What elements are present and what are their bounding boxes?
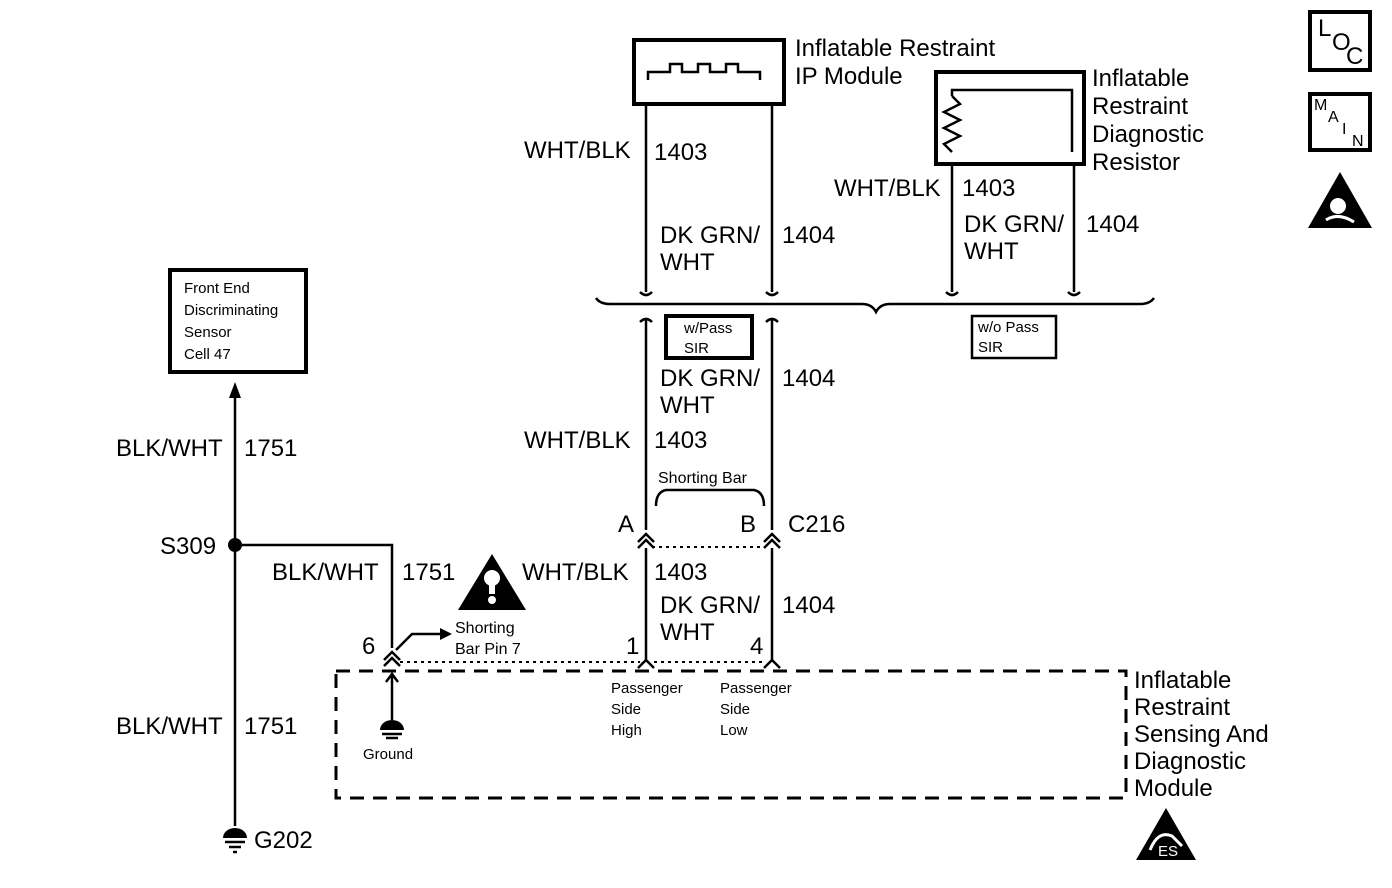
pass-low-3: Low [720,722,748,739]
loc-o: O [1332,29,1351,56]
sensor-label-3: Sensor [184,324,232,341]
sdm-label-1: Inflatable [1134,667,1231,694]
wire-color-dkgrn-1b: WHT [660,249,715,276]
wire-color-dkgrn-4b: WHT [660,619,715,646]
without-pass-sir-box: w/o Pass SIR [970,314,1058,360]
wire-color-dkgrn-4a: DK GRN/ [660,592,760,619]
pin-4: 4 [750,633,763,660]
without-pass-label-1: w/o Pass [977,319,1039,336]
main-n: N [1352,133,1364,150]
connector-c216: A B C216 [618,511,845,549]
connector-pin-a: A [618,511,634,538]
sensor-label-4: Cell 47 [184,346,231,363]
wire-color-dkgrn-3b: WHT [660,392,715,419]
wire-color-dkgrn-1a: DK GRN/ [660,222,760,249]
connector-name: C216 [788,511,845,538]
ip-module: Inflatable Restraint IP Module [632,35,995,106]
circuit-1404-b: 1404 [1086,211,1139,238]
ip-module-label-1: Inflatable Restraint [795,35,995,62]
sensor-label-1: Front End [184,280,250,297]
circuit-1751-a: 1751 [244,435,297,462]
circuit-1403-a: 1403 [654,139,707,166]
pass-high-2: Side [611,701,641,718]
wire-color-blk-wht-3: BLK/WHT [116,713,223,740]
circuit-1751-c: 1751 [244,713,297,740]
pin-6: 6 [362,633,375,660]
wire-color-wht-blk-3: WHT/BLK [524,427,631,454]
circuit-1403-c: 1403 [654,427,707,454]
splice-label: S309 [160,533,216,560]
option-brace [594,297,1156,315]
sdm-label-5: Module [1134,775,1213,802]
with-pass-sir-box: w/Pass SIR [664,314,754,360]
circuit-1403-d: 1403 [654,559,707,586]
main-a: A [1328,109,1339,126]
airbag-icon [1308,172,1372,228]
sdm-label-2: Restraint [1134,694,1230,721]
wire-color-blk-wht-1: BLK/WHT [116,435,223,462]
pass-high-1: Passenger [611,680,683,697]
caution-icon [458,554,526,610]
resistor-label-4: Resistor [1092,149,1180,176]
wire-color-dkgrn-3a: DK GRN/ [660,365,760,392]
wire-color-dkgrn-2a: DK GRN/ [964,211,1064,238]
shorting-bar-label: Shorting Bar [658,470,748,487]
resistor-label-1: Inflatable [1092,65,1189,92]
ground-label: Ground [363,746,413,763]
without-pass-label-2: SIR [978,339,1003,356]
wire-color-wht-blk-4: WHT/BLK [522,559,629,586]
circuit-1404-c: 1404 [782,365,835,392]
pass-low-1: Passenger [720,680,792,697]
wire-color-wht-blk-1: WHT/BLK [524,137,631,164]
esd-icon: ES [1136,808,1196,860]
sdm-box [334,669,1128,800]
upper-wires [639,104,1081,297]
svg-text:ES: ES [1158,843,1178,860]
shorting-pin-arrow [395,632,440,651]
main-i: I [1342,121,1346,138]
loc-c: C [1346,43,1363,70]
wire-color-wht-blk-2: WHT/BLK [834,175,941,202]
ground-g202-label: G202 [254,827,313,854]
main-m: M [1314,97,1327,114]
loc-icon[interactable]: L O C [1308,10,1372,72]
internal-ground: Ground [363,671,413,763]
with-pass-label-2: SIR [684,340,709,357]
shorting-pin-label-1: Shorting [455,620,515,637]
circuit-1404-d: 1404 [782,592,835,619]
resistor-label-3: Diagnostic [1092,121,1204,148]
pass-low-2: Side [720,701,750,718]
loc-l: L [1318,15,1331,42]
sdm-label: Inflatable Restraint Sensing And Diagnos… [1134,667,1269,802]
wire-color-blk-wht-2: BLK/WHT [272,559,379,586]
main-icon[interactable]: M A I N [1308,92,1372,152]
middle-wires [639,317,779,530]
with-pass-label-1: w/Pass [683,320,732,337]
sdm-label-4: Diagnostic [1134,748,1246,775]
diagnostic-resistor: Inflatable Restraint Diagnostic Resistor [934,65,1204,176]
connector-pin-b: B [740,511,756,538]
circuit-1403-b: 1403 [962,175,1015,202]
ip-module-label-2: IP Module [795,63,903,90]
sdm-label-3: Sensing And [1134,721,1269,748]
circuit-1751-b: 1751 [402,559,455,586]
circuit-1404-a: 1404 [782,222,835,249]
front-end-sensor: Front End Discriminating Sensor Cell 47 [168,268,308,374]
resistor-label-2: Restraint [1092,93,1188,120]
pass-high-3: High [611,722,642,739]
shorting-bar-bracket [654,488,766,507]
wire-color-dkgrn-2b: WHT [964,238,1019,265]
ground-g202: G202 [223,827,313,854]
shorting-pin-label-2: Bar Pin 7 [455,641,521,658]
sensor-label-2: Discriminating [184,302,278,319]
pin-1: 1 [626,633,639,660]
